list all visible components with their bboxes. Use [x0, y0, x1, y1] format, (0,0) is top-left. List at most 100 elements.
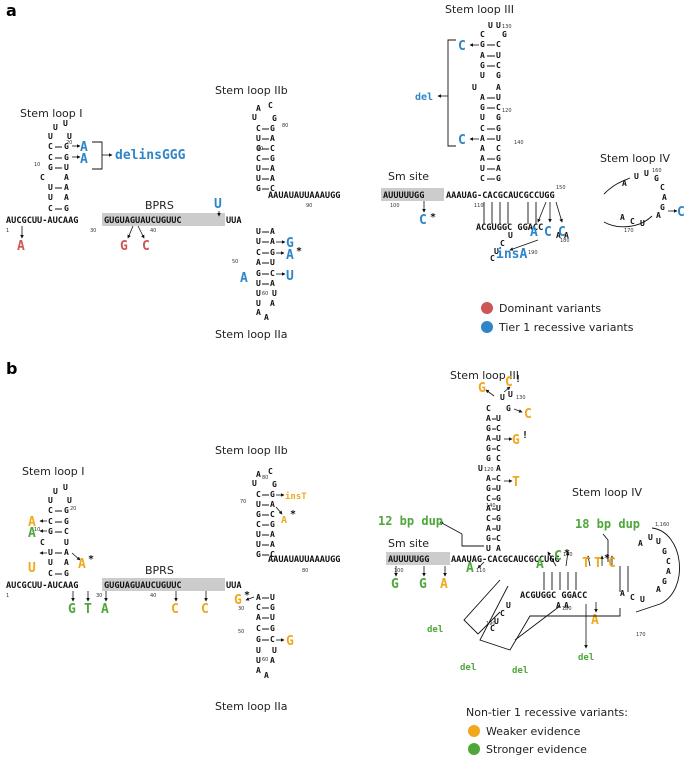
svg-text:U: U: [480, 71, 485, 80]
sm-site-label-a: Sm site: [388, 170, 429, 183]
svg-text:C: C: [486, 494, 491, 503]
svg-text:A: A: [270, 237, 275, 246]
svg-text:A: A: [620, 589, 625, 598]
svg-text:70: 70: [240, 499, 246, 505]
svg-text:130: 130: [502, 24, 512, 30]
svg-text:G: G: [270, 248, 275, 257]
svg-text:80: 80: [282, 123, 288, 129]
svg-text:A: A: [480, 51, 485, 60]
svg-text:A: A: [564, 231, 569, 240]
svg-text:G: G: [64, 506, 69, 515]
sm-site-label-b: Sm site: [388, 537, 429, 550]
stem-loop-3-label-b: Stem loop III: [450, 369, 519, 382]
svg-text:G: G: [270, 603, 275, 612]
svg-text:190: 190: [528, 250, 538, 256]
svg-text:C: C: [48, 506, 53, 515]
svg-text:del: del: [427, 625, 443, 635]
svg-text:U: U: [256, 237, 261, 246]
svg-text:U: U: [508, 231, 513, 240]
stem-loop-3-label: Stem loop III: [445, 3, 514, 16]
svg-text:A: A: [480, 144, 485, 153]
svg-text:U: U: [252, 113, 257, 122]
svg-text:110: 110: [476, 568, 486, 574]
svg-text:G: G: [272, 114, 277, 123]
svg-text:C: C: [270, 269, 275, 278]
svg-text:A: A: [656, 211, 661, 220]
svg-text:U: U: [63, 483, 68, 492]
svg-text:G: G: [120, 239, 128, 254]
svg-text:G: G: [256, 550, 261, 559]
main-sequence-a: AUCGCUU-AUCAAG GUGUAGUAUCUGUUC UUA AAUAU…: [6, 191, 555, 233]
svg-text:!: !: [522, 430, 528, 441]
svg-text:G: G: [506, 404, 511, 413]
svg-text:190: 190: [486, 621, 496, 627]
svg-text:U: U: [256, 500, 261, 509]
svg-text:A: A: [666, 567, 671, 576]
svg-text:U: U: [48, 496, 53, 505]
main-sequence-b: AUCGCUU-AUCAAG GUGUAGUAUCUGUUC UUA AAUAU…: [6, 555, 587, 601]
svg-text:U: U: [634, 172, 639, 181]
svg-text:*: *: [244, 590, 250, 601]
svg-text:A: A: [17, 239, 25, 254]
svg-text:G: G: [270, 624, 275, 633]
svg-text:*: *: [290, 509, 296, 520]
svg-text:U: U: [496, 134, 501, 143]
svg-text:G: G: [286, 634, 294, 649]
svg-text:A: A: [480, 154, 485, 163]
svg-text:A: A: [64, 183, 69, 192]
svg-text:A: A: [264, 313, 269, 322]
svg-text:C: C: [490, 254, 495, 263]
stem-loop-4-label-b: Stem loop IV: [572, 486, 643, 499]
svg-text:A: A: [256, 613, 261, 622]
svg-text:1: 1: [6, 593, 9, 599]
svg-text:insT: insT: [285, 491, 307, 502]
bprs-highlight-b: [102, 578, 225, 591]
svg-text:U: U: [496, 51, 501, 60]
svg-text:A: A: [286, 248, 294, 263]
svg-text:del: del: [512, 666, 528, 676]
svg-text:AUUUUUGG: AUUUUUGG: [388, 555, 429, 565]
svg-text:U: U: [496, 434, 501, 443]
svg-text:C: C: [496, 424, 501, 433]
svg-text:Tier 1 recessive variants: Tier 1 recessive variants: [498, 321, 634, 334]
svg-text:100: 100: [390, 203, 400, 209]
svg-text:A: A: [28, 526, 36, 541]
svg-text:C: C: [554, 549, 562, 564]
svg-text:U: U: [486, 544, 491, 553]
svg-text:C: C: [48, 569, 53, 578]
svg-text:C: C: [256, 603, 261, 612]
svg-text:G: G: [486, 444, 491, 453]
svg-text:A: A: [256, 308, 261, 317]
svg-text:A: A: [662, 193, 667, 202]
svg-text:Weaker evidence: Weaker evidence: [486, 725, 581, 738]
svg-text:G: G: [512, 433, 520, 448]
svg-text:T: T: [594, 556, 602, 571]
svg-text:U: U: [63, 119, 68, 128]
svg-text:G: G: [660, 203, 665, 212]
svg-text:A: A: [530, 225, 538, 240]
svg-text:A: A: [556, 231, 561, 240]
svg-text:GUGUAGUAUCUGUUC: GUGUAGUAUCUGUUC: [104, 216, 182, 226]
svg-text:C: C: [630, 217, 635, 226]
svg-text:C: C: [660, 183, 665, 192]
stem-loop-4-label-a: Stem loop IV: [600, 152, 671, 165]
svg-text:C: C: [40, 538, 45, 547]
svg-text:40: 40: [150, 228, 156, 234]
svg-text:110: 110: [474, 203, 484, 209]
bprs-label-b: BPRS: [145, 564, 174, 577]
svg-text:U: U: [256, 227, 261, 236]
svg-text:130: 130: [516, 395, 526, 401]
svg-text:U: U: [67, 132, 72, 141]
svg-text:U: U: [496, 524, 501, 533]
bprs-highlight: [102, 213, 225, 226]
svg-text:30: 30: [90, 228, 96, 234]
svg-text:A: A: [556, 601, 561, 610]
svg-text:G: G: [256, 635, 261, 644]
svg-text:U: U: [252, 479, 257, 488]
svg-text:AUUUUUGG: AUUUUUGG: [383, 191, 424, 201]
